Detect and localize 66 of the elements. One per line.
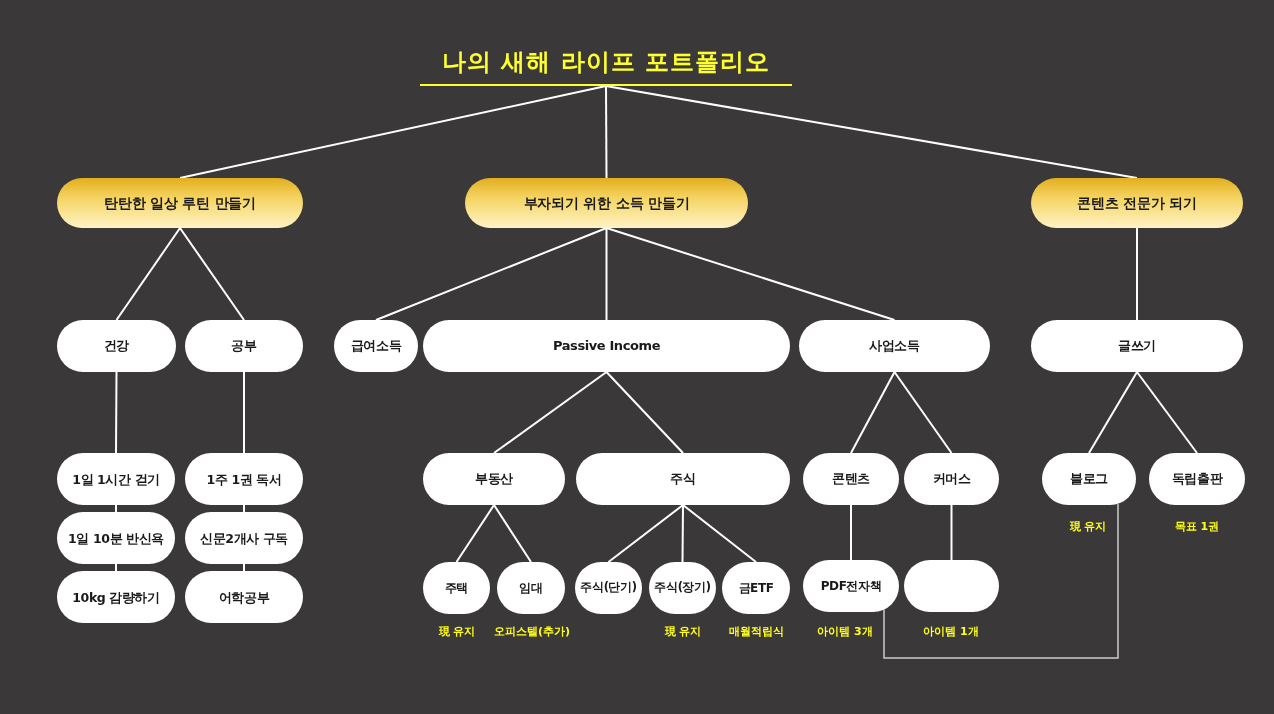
pill-box: 사업소득 <box>799 320 990 372</box>
pill-box: 10kg 감량하기 <box>57 571 175 623</box>
connector-line <box>605 227 896 321</box>
connector-line <box>243 563 245 572</box>
connector-line <box>893 371 953 454</box>
connector-line <box>243 504 245 513</box>
goal-pill: 부자되기 위한 소득 만들기 <box>465 178 748 228</box>
connector-line <box>179 227 245 321</box>
note-text: 現 유지 <box>1069 520 1107 534</box>
title-text: 나의 새해 라이프 포트폴리오 <box>420 40 792 86</box>
connector-line <box>605 371 684 454</box>
connector-line <box>682 504 757 563</box>
connector-line <box>493 371 608 454</box>
connector-line <box>850 371 896 454</box>
pill-box: 1일 10분 반신욕 <box>57 512 175 564</box>
pill-box: 어학공부 <box>185 571 303 623</box>
connector-line <box>605 227 608 321</box>
connector-line <box>850 504 852 561</box>
pill-box: 주식(단기) <box>575 562 642 614</box>
pill-box: 콘텐츠 <box>803 453 899 505</box>
connector-line <box>115 227 181 321</box>
pill-box: 공부 <box>185 320 303 372</box>
connector-line <box>115 563 117 572</box>
pill-box: 급여소득 <box>334 320 418 372</box>
connector-line <box>681 504 684 563</box>
connector-line <box>115 504 117 513</box>
goal-pill: 콘텐츠 전문가 되기 <box>1031 178 1243 228</box>
connector-line <box>375 227 608 321</box>
pill-box: 주택 <box>423 562 490 614</box>
connector-line <box>950 504 953 561</box>
connector-line <box>1136 371 1198 454</box>
note-text: 매월적립식 <box>728 625 784 639</box>
pill-box: PDF전자책 <box>803 560 899 612</box>
note-text: 現 유지 <box>438 625 476 639</box>
pill-box: 1일 1시간 걷기 <box>57 453 175 505</box>
connector-line <box>243 371 245 454</box>
pill-box: 독립출판 <box>1149 453 1245 505</box>
note-text: 아이템 3개 <box>817 625 873 639</box>
goal-pill: 탄탄한 일상 루틴 만들기 <box>57 178 303 228</box>
pill-box: 금ETF <box>722 562 790 614</box>
pill-box: 주식 <box>576 453 790 505</box>
connector-line <box>179 85 607 179</box>
note-text: 목표 1권 <box>1174 520 1220 534</box>
connector-line <box>605 85 608 179</box>
pill-box: 건강 <box>57 320 176 372</box>
pill-box: 블로그 <box>1042 453 1136 505</box>
connector-line <box>493 504 532 563</box>
connector-line <box>605 85 1138 179</box>
pill-box: 글쓰기 <box>1031 320 1243 372</box>
pill-box <box>904 560 999 612</box>
connector-line <box>115 371 118 454</box>
note-text: 現 유지 <box>664 625 702 639</box>
connector-line <box>1088 371 1138 454</box>
pill-box: 부동산 <box>423 453 565 505</box>
pill-box: 1주 1권 독서 <box>185 453 303 505</box>
pill-box: Passive Income <box>423 320 790 372</box>
pill-box: 신문2개사 구독 <box>185 512 303 564</box>
note-text: 오피스텔(추가) <box>493 625 571 639</box>
pill-box: 임대 <box>497 562 565 614</box>
pill-box: 주식(장기) <box>649 562 716 614</box>
pill-box: 커머스 <box>904 453 999 505</box>
note-text: 아이템 1개 <box>923 625 979 639</box>
connector-line <box>607 504 684 563</box>
connector-line <box>1136 227 1138 321</box>
connector-line <box>455 504 495 563</box>
connector-line <box>883 503 1119 659</box>
